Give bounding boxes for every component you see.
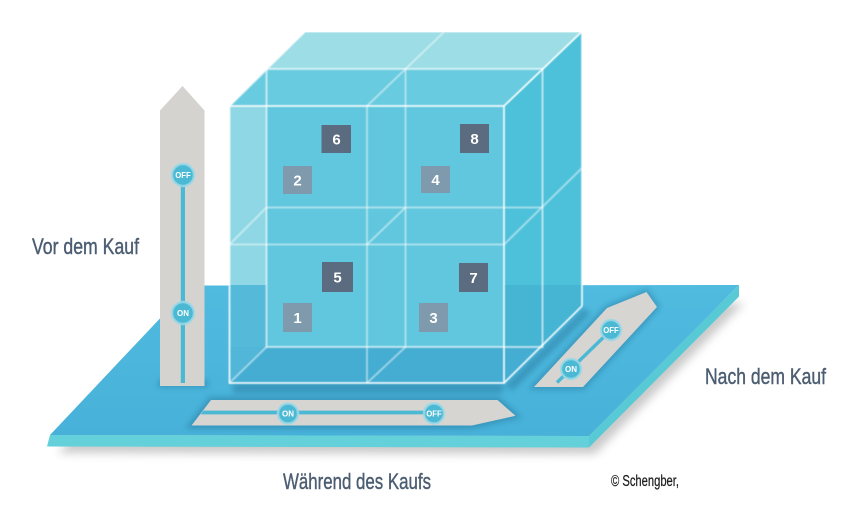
svg-text:4: 4	[431, 172, 440, 189]
svg-text:2: 2	[293, 172, 301, 189]
svg-text:8: 8	[470, 131, 478, 148]
svg-text:7: 7	[469, 270, 477, 287]
svg-text:Nach dem Kauf: Nach dem Kauf	[705, 364, 827, 389]
svg-text:1: 1	[293, 310, 301, 327]
svg-text:Vor dem Kauf: Vor dem Kauf	[32, 234, 140, 259]
svg-text:3: 3	[429, 310, 437, 327]
svg-text:© Schengber,: © Schengber,	[611, 473, 679, 490]
svg-text:OFF: OFF	[426, 409, 442, 419]
svg-text:ON: ON	[565, 364, 577, 374]
svg-text:OFF: OFF	[175, 170, 191, 180]
svg-text:ON: ON	[282, 409, 294, 419]
svg-text:5: 5	[333, 269, 341, 286]
svg-text:6: 6	[332, 131, 340, 148]
svg-text:ON: ON	[177, 308, 189, 318]
svg-text:Während des Kaufs: Während des Kaufs	[283, 469, 431, 494]
svg-text:OFF: OFF	[603, 325, 619, 335]
